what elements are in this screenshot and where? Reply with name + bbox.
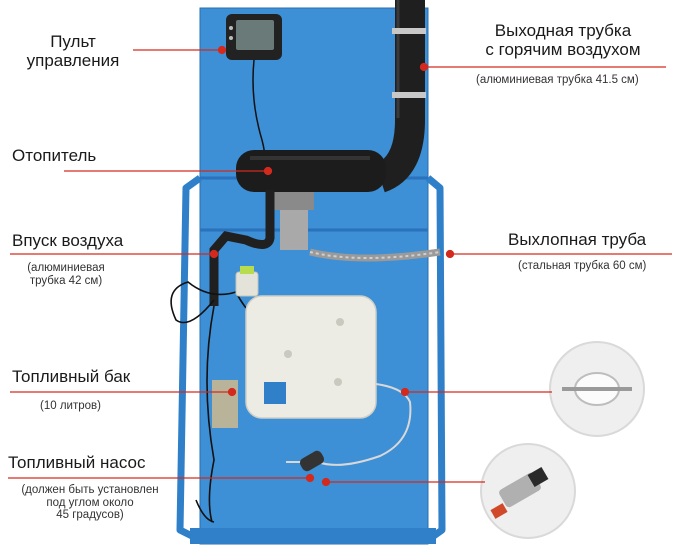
- label-fuel-tank: Топливный бак: [12, 367, 131, 386]
- frame-base: [190, 528, 436, 544]
- note-fuel-pump: (должен быть установлен под углом около …: [21, 484, 159, 522]
- air-intake-pipe: [209, 190, 275, 306]
- note-exhaust: (стальная трубка 60 см): [518, 260, 647, 272]
- heater-unit: [236, 150, 386, 192]
- note-air-intake: (алюминиевая трубка 42 см): [27, 262, 105, 287]
- label-fuel-pump: Топливный насос: [8, 453, 146, 472]
- note-hot-air-outlet: (алюминиевая трубка 41.5 см): [476, 74, 639, 86]
- note-fuel-tank: (10 литров): [40, 400, 101, 412]
- right-frame-rail: [425, 175, 446, 543]
- hot-air-duct: [374, 0, 425, 193]
- label-heater: Отопитель: [12, 146, 97, 165]
- fuel-line: [286, 383, 412, 466]
- label-control-panel: Пульт управления: [26, 32, 120, 70]
- label-air-intake: Впуск воздуха: [12, 231, 124, 250]
- left-frame-rail: [176, 175, 203, 544]
- fuel-tank-neck: [235, 271, 259, 297]
- label-hot-air-outlet: Выходная трубка с горячим воздухом: [485, 21, 641, 59]
- fuel-pump-device: [299, 450, 325, 472]
- label-exhaust: Выхлопная труба: [508, 230, 647, 249]
